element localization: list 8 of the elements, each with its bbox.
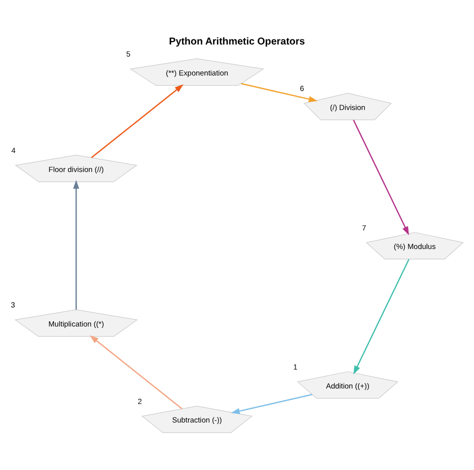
arrow bbox=[90, 335, 182, 410]
arrow bbox=[352, 120, 409, 236]
diagram-title: Python Arithmetic Operators bbox=[169, 36, 305, 48]
arrow bbox=[91, 84, 184, 158]
arrow bbox=[230, 394, 312, 414]
arrow bbox=[73, 180, 80, 310]
arrow bbox=[241, 83, 318, 102]
arrow bbox=[353, 259, 410, 374]
